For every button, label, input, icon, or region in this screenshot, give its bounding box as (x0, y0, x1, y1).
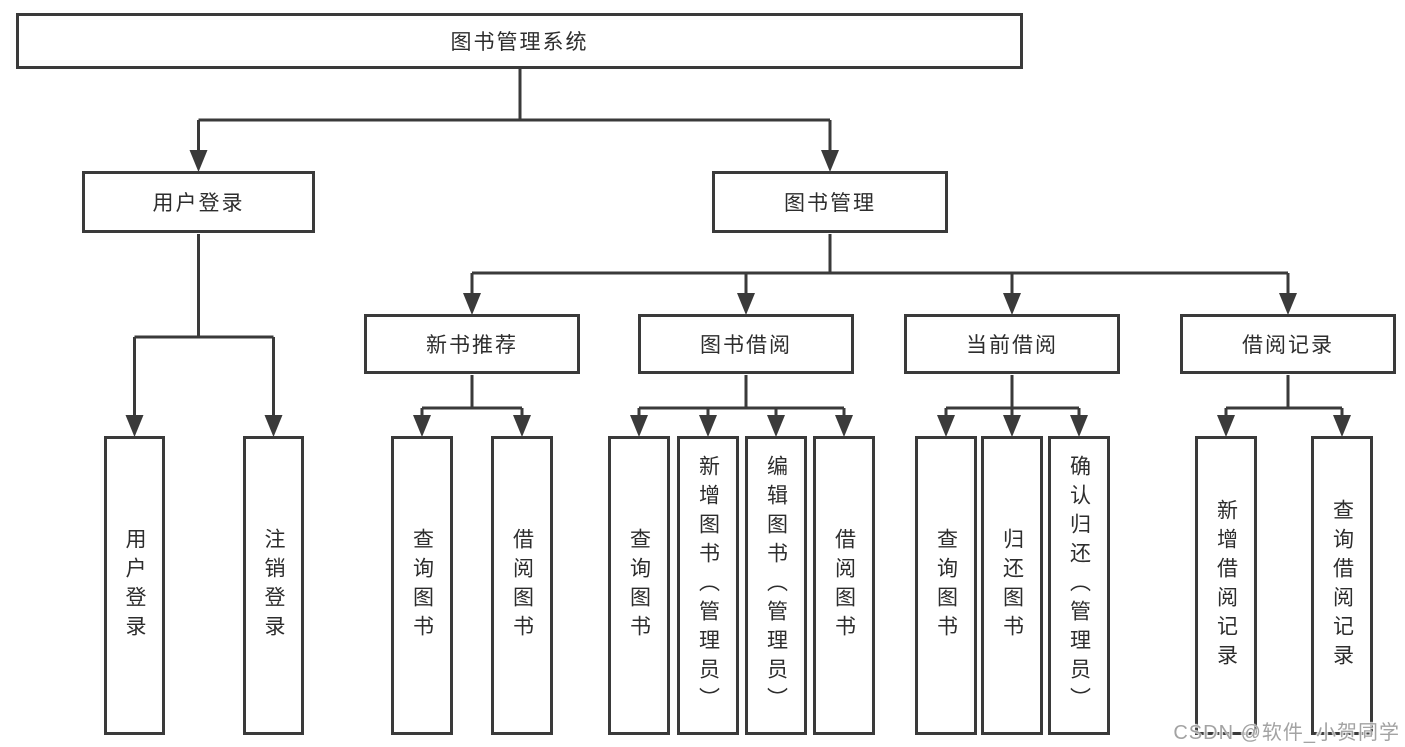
leaf-record-add-label: 新增借阅记录 (1214, 498, 1238, 673)
leaf-logout-label: 注销登录 (262, 527, 285, 644)
leaf-record-query: 查询借阅记录 (1311, 436, 1373, 735)
leaf-borrow-edit-books-label: 编辑图书（管理员） (764, 455, 788, 716)
arrowhead (264, 415, 283, 437)
connector-new-book-to-leaves (420, 375, 524, 422)
arrowhead (1333, 415, 1351, 437)
node-book-borrow: 图书借阅 (638, 314, 854, 374)
node-new-book-recommend: 新书推荐 (364, 314, 580, 374)
arrowhead (1003, 293, 1021, 315)
connector-current-borrow-to-leaves (944, 375, 1081, 422)
node-current-borrow: 当前借阅 (904, 314, 1120, 374)
leaf-current-confirm-return-label: 确认归还（管理员） (1067, 455, 1091, 716)
leaf-logout: 注销登录 (243, 436, 304, 735)
leaf-borrow-query-books: 查询图书 (608, 436, 670, 735)
node-book-management-label: 图书管理 (784, 192, 876, 215)
leaf-current-query-books: 查询图书 (915, 436, 977, 735)
leaf-newbook-borrow-books: 借阅图书 (491, 436, 553, 735)
arrowhead (1070, 415, 1088, 437)
leaf-borrow-query-books-label: 查询图书 (627, 527, 651, 644)
leaf-user-login: 用户登录 (104, 436, 165, 735)
arrowhead (1279, 293, 1297, 315)
arrowhead (737, 293, 755, 315)
csdn-watermark: CSDN @软件_小贺同学 (1173, 722, 1400, 744)
arrowhead (835, 415, 853, 437)
connector-paths (133, 68, 1344, 422)
arrowhead (630, 415, 648, 437)
leaf-newbook-borrow-books-label: 借阅图书 (510, 527, 534, 644)
leaf-current-query-books-label: 查询图书 (934, 527, 958, 644)
node-borrow-records-label: 借阅记录 (1242, 334, 1334, 357)
node-book-management: 图书管理 (712, 171, 948, 233)
arrowhead (1003, 415, 1021, 437)
arrowhead (821, 150, 839, 172)
connector-book-borrow-to-leaves (637, 375, 846, 422)
connector-book-mgmt-to-level3 (470, 234, 1290, 300)
arrowhead (413, 415, 431, 437)
arrowhead (699, 415, 717, 437)
arrowhead (189, 150, 208, 172)
leaf-borrow-edit-books: 编辑图书（管理员） (745, 436, 807, 735)
leaf-record-query-label: 查询借阅记录 (1330, 498, 1354, 673)
leaf-borrow-borrow-books: 借阅图书 (813, 436, 875, 735)
node-new-book-recommend-label: 新书推荐 (426, 334, 518, 357)
leaf-borrow-add-books-label: 新增图书（管理员） (696, 455, 720, 716)
leaf-user-login-label: 用户登录 (123, 527, 146, 644)
arrowhead (513, 415, 531, 437)
arrowhead-icons (125, 150, 1351, 437)
node-current-borrow-label: 当前借阅 (966, 334, 1058, 357)
node-borrow-records: 借阅记录 (1180, 314, 1396, 374)
connector-user-login-to-leaves (133, 234, 275, 422)
leaf-newbook-query-books: 查询图书 (391, 436, 453, 735)
arrowhead (125, 415, 144, 437)
arrowhead (463, 293, 481, 315)
connector-borrow-record-to-leaves (1224, 375, 1344, 422)
leaf-borrow-borrow-books-label: 借阅图书 (832, 527, 856, 644)
node-root-label: 图书管理系统 (450, 31, 589, 54)
arrowhead (1217, 415, 1235, 437)
arrowhead (767, 415, 785, 437)
leaf-current-return-books: 归还图书 (981, 436, 1043, 735)
connector-root-to-level2 (197, 68, 832, 158)
leaf-current-return-books-label: 归还图书 (1000, 527, 1024, 644)
node-root: 图书管理系统 (16, 13, 1023, 69)
arrowhead (937, 415, 955, 437)
node-user-login: 用户登录 (82, 171, 315, 233)
leaf-borrow-add-books: 新增图书（管理员） (677, 436, 739, 735)
node-book-borrow-label: 图书借阅 (700, 334, 792, 357)
leaf-record-add: 新增借阅记录 (1195, 436, 1257, 735)
leaf-current-confirm-return: 确认归还（管理员） (1048, 436, 1110, 735)
node-user-login-label: 用户登录 (152, 192, 245, 215)
leaf-newbook-query-books-label: 查询图书 (410, 527, 434, 644)
